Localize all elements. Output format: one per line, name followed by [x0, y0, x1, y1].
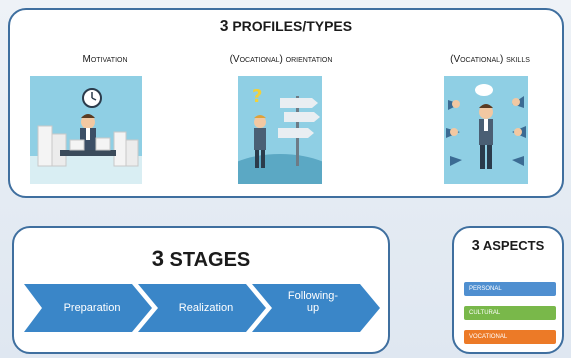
- profiles-panel: 3 profiles/types Motivation (vocational)…: [8, 8, 564, 198]
- profile-label-orientation: (vocational) Orientation: [229, 54, 333, 65]
- stages-panel: 3 stages Preparation Realization Followi…: [12, 226, 390, 354]
- businessman-thumbs-up-illustration-icon: [444, 76, 528, 184]
- office-worker-clock-illustration-icon: [30, 76, 142, 184]
- stages-chevrons: [24, 284, 380, 332]
- chevron-realization: [138, 284, 266, 332]
- stages-count: 3: [151, 246, 164, 271]
- svg-text:?: ?: [252, 86, 262, 107]
- chevron-preparation: [24, 284, 152, 332]
- profile-label-skills: (vocational) Skills: [450, 54, 530, 65]
- stage-label-realization: Realization: [178, 302, 234, 314]
- profiles-count: 3: [219, 18, 229, 35]
- aspect-personal: Personal: [464, 282, 556, 296]
- aspect-cultural: Cultural: [464, 306, 556, 320]
- aspects-count: 3: [471, 238, 480, 254]
- stages-title-text: stages: [169, 249, 251, 271]
- profile-label-motivation: Motivation: [82, 54, 128, 65]
- aspect-vocational: Vocational: [464, 330, 556, 344]
- aspects-title-text: aspects: [482, 238, 545, 253]
- aspects-panel: 3 aspects Personal Cultural Vocational: [452, 226, 564, 354]
- stage-label-following-up: Following-up: [287, 290, 339, 314]
- profiles-title: 3 profiles/types: [10, 18, 562, 36]
- aspects-title: 3 aspects: [454, 238, 562, 254]
- confused-man-signpost-illustration-icon: ?: [238, 76, 322, 184]
- stages-title: 3 stages: [14, 246, 388, 272]
- profiles-title-text: profiles/types: [232, 18, 353, 34]
- stage-label-preparation: Preparation: [63, 302, 121, 314]
- chevron-following-up: [252, 284, 380, 332]
